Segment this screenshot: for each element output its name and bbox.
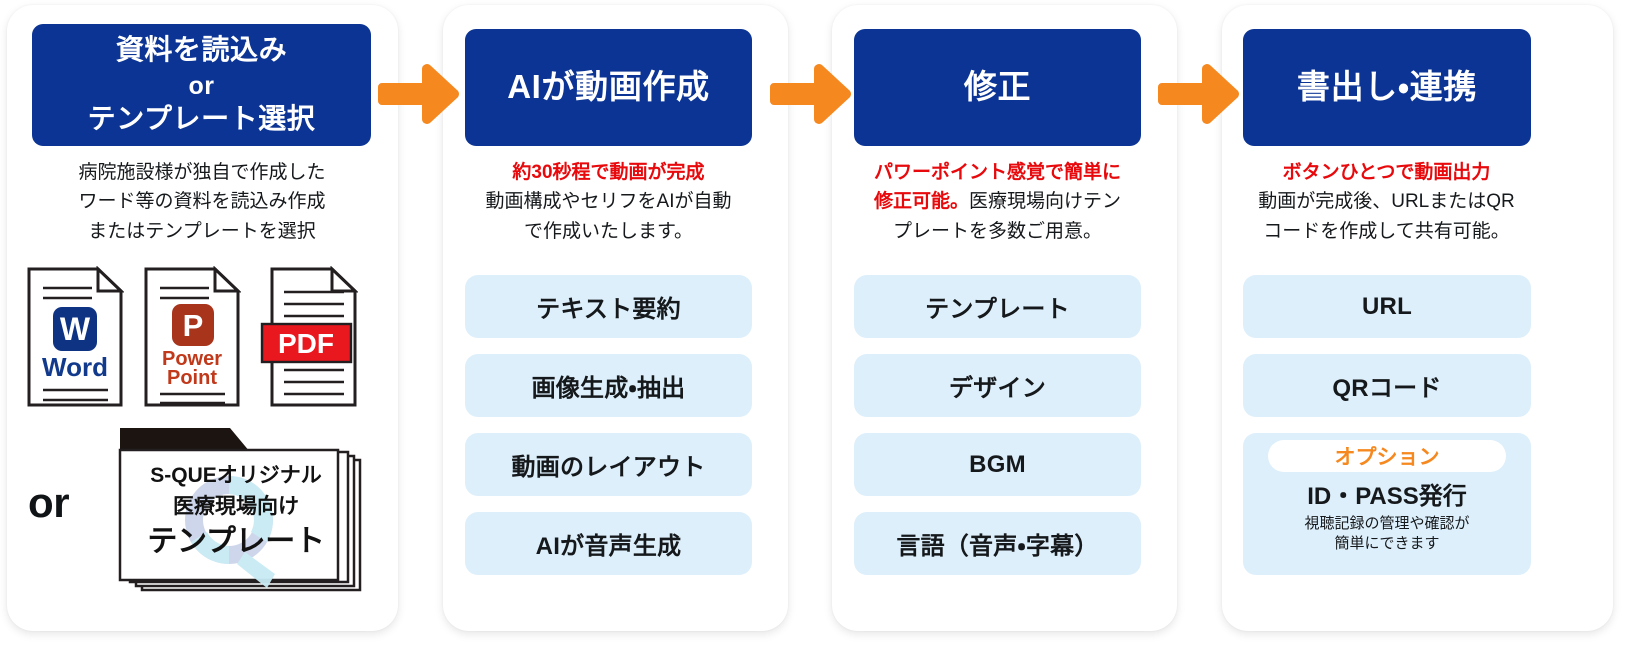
step-3-description: パワーポイント感覚で簡単に 修正可能。医療現場向けテン プレートを多数ご用意。: [844, 158, 1151, 246]
arrow-step3-to-step4: [1158, 63, 1242, 125]
option-badge: オプション: [1268, 440, 1506, 472]
step-4-desc-highlight: ボタンひとつで動画出力: [1282, 162, 1491, 183]
svg-text:Point: Point: [167, 367, 217, 389]
powerpoint-document-icon: P Power Point: [143, 266, 241, 408]
arrow-step1-to-step2: [378, 63, 462, 125]
word-document-icon: W Word: [26, 266, 124, 408]
step-1-description: 病院施設様が独自で作成した ワード等の資料を読込み作成 またはテンプレートを選択: [20, 158, 384, 246]
svg-text:W: W: [60, 311, 91, 347]
step-3-feature-3[interactable]: BGM: [854, 433, 1141, 496]
step-4-desc-line-2: コードを作成して共有可能。: [1263, 220, 1510, 242]
option-subtext-line-2: 簡単にできます: [1334, 535, 1440, 553]
pdf-document-icon: PDF: [260, 266, 358, 408]
step-3-desc-line-1: プレートを多数ご用意。: [892, 220, 1102, 242]
step-3-desc-highlight-2: 修正可能。: [873, 191, 969, 213]
step-2-header: AIが動画作成: [465, 29, 752, 146]
step-2-feature-3[interactable]: 動画のレイアウト: [465, 433, 752, 496]
option-title: ID・PASS発行: [1307, 483, 1467, 510]
step-4-desc-line-1: 動画が完成後、URLまたはQR: [1258, 191, 1515, 213]
step-2-feature-4[interactable]: AIが音声生成: [465, 512, 752, 575]
step-4-feature-1[interactable]: URL: [1243, 275, 1531, 338]
svg-text:P: P: [183, 308, 204, 343]
svg-text:Word: Word: [42, 352, 108, 382]
step-3-feature-2[interactable]: デザイン: [854, 354, 1141, 417]
option-subtext: 視聴記録の管理や確認が 簡単にできます: [1304, 514, 1469, 555]
template-folder-graphic: S-QUEオリジナル 医療現場向け テンプレート: [112, 424, 380, 600]
step-2-desc-line-1: 動画構成やセリフをAIが自動: [485, 191, 732, 213]
svg-text:Power: Power: [162, 348, 222, 370]
or-label: or: [28, 479, 70, 526]
step-2-feature-2[interactable]: 画像生成・抽出: [465, 354, 752, 417]
step-4-description: ボタンひとつで動画出力 動画が完成後、URLまたはQR コードを作成して共有可能…: [1233, 158, 1540, 246]
arrow-step2-to-step3: [770, 63, 854, 125]
step-2-desc-highlight: 約30秒程で動画が完成: [512, 162, 705, 183]
step-1-header: 資料を読込み or テンプレート選択: [32, 24, 371, 146]
step-1-header-line-2: or: [188, 71, 215, 100]
step-2-desc-line-2: で作成いたします。: [523, 220, 694, 242]
step-3-feature-4[interactable]: 言語（音声・字幕）: [854, 512, 1141, 575]
step-1-header-line-3: テンプレート選択: [87, 103, 316, 135]
source-document-icons: W Word P Power Point: [26, 266, 378, 408]
step-3-desc-rest: 医療現場向けテン: [969, 191, 1122, 213]
step-2-feature-1[interactable]: テキスト要約: [465, 275, 752, 338]
step-1-desc-line-1: 病院施設様が独自で作成した: [78, 162, 326, 183]
step-4-option-card[interactable]: オプション ID・PASS発行 視聴記録の管理や確認が 簡単にできます: [1243, 433, 1531, 575]
step-3-header-label: 修正: [963, 68, 1032, 106]
step-3-header: 修正: [854, 29, 1141, 146]
step-2-header-label: AIが動画作成: [507, 68, 710, 106]
option-subtext-line-1: 視聴記録の管理や確認が: [1304, 515, 1470, 532]
step-4-feature-2[interactable]: QRコード: [1243, 354, 1531, 417]
step-2-description: 約30秒程で動画が完成 動画構成やセリフをAIが自動 で作成いたします。: [455, 158, 762, 246]
step-1-desc-line-2: ワード等の資料を読込み作成: [78, 191, 326, 213]
step-4-header: 書出し・連携: [1243, 29, 1531, 146]
step-1-header-line-1: 資料を読込み: [115, 33, 288, 65]
svg-text:PDF: PDF: [278, 328, 334, 359]
step-1-desc-line-3: またはテンプレートを選択: [88, 220, 316, 242]
step-4-header-label: 書出し・連携: [1296, 68, 1478, 106]
step-3-feature-1[interactable]: テンプレート: [854, 275, 1141, 338]
step-3-desc-highlight-1: パワーポイント感覚で簡単に: [873, 162, 1121, 183]
